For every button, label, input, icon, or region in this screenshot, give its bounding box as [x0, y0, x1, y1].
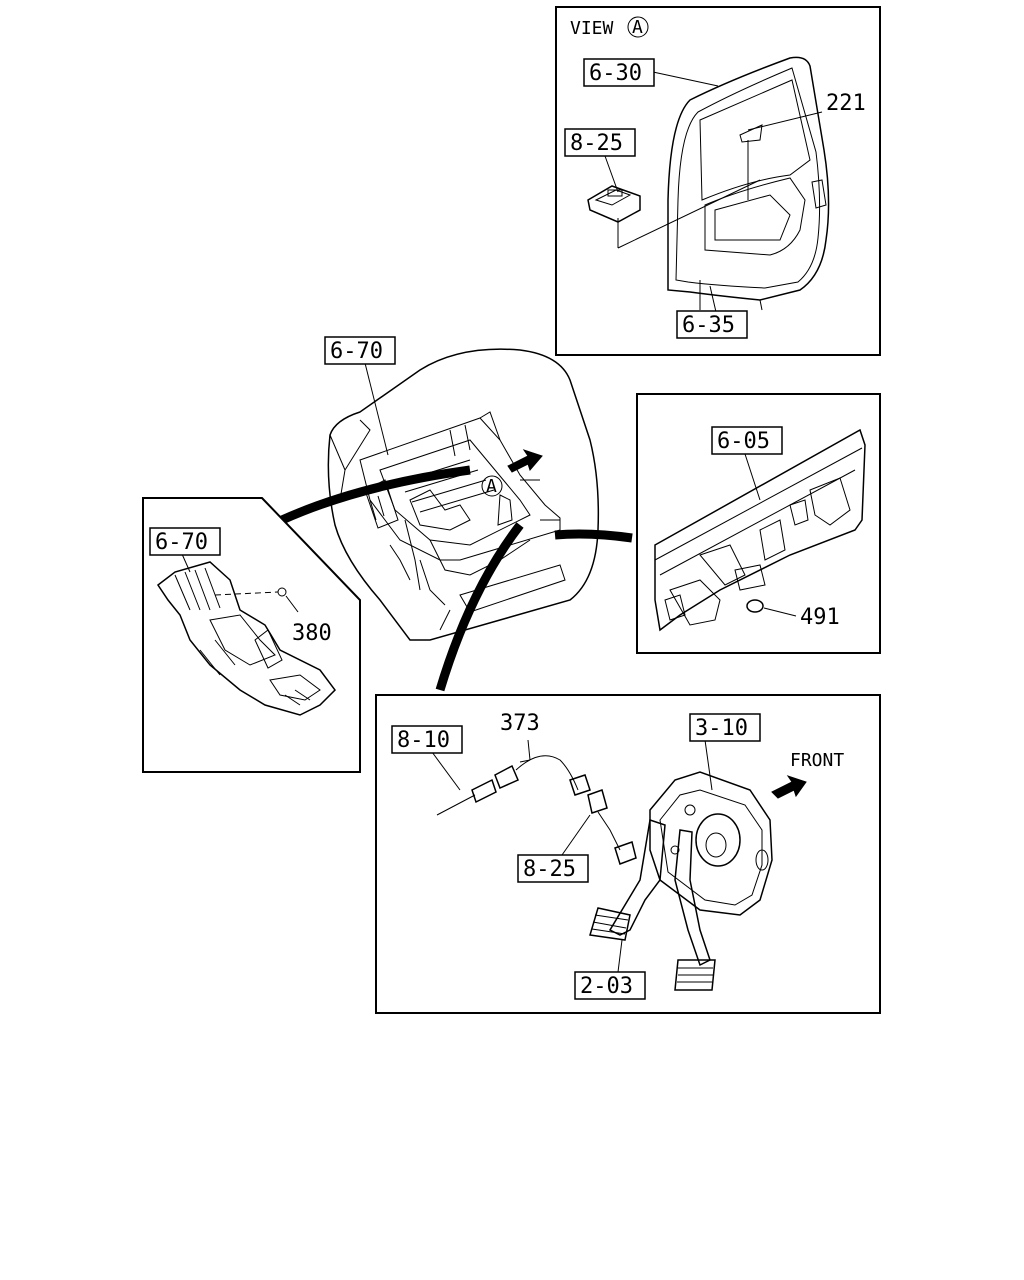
callout-6-70-main: 6-70	[330, 339, 383, 364]
callout-2-03: 2-03	[580, 974, 633, 999]
callout-6-05: 6-05	[717, 429, 770, 454]
callout-380: 380	[292, 621, 332, 646]
callout-8-25-pedal-box	[517, 854, 589, 883]
callout-6-70-floor: 6-70	[155, 530, 208, 555]
callout-6-05-box	[711, 426, 783, 455]
callout-491: 491	[800, 605, 840, 630]
callout-6-35: 6-35	[682, 313, 735, 338]
callout-6-70-floor-box	[149, 527, 221, 556]
callout-6-35-box	[676, 310, 748, 339]
view-a-panel: VIEW A 6-30 8-25 221 6-35	[555, 6, 881, 356]
cab-outline	[667, 56, 830, 301]
callout-2-03-box	[574, 971, 646, 1000]
view-title: VIEW	[570, 18, 614, 39]
callout-8-10: 8-10	[397, 728, 450, 753]
callout-8-10-box	[391, 725, 463, 754]
callout-3-10-box	[689, 713, 761, 742]
pedal-panel: FRONT 8-10 373 3-10 8-25 2-03	[375, 694, 881, 1014]
callout-3-10: 3-10	[695, 716, 748, 741]
callout-6-30-box	[583, 58, 655, 87]
floor-panel: 6-70 380	[142, 497, 361, 773]
front-arrow-icon	[771, 775, 807, 799]
callout-221: 221	[826, 91, 866, 116]
direction-arrow-icon	[507, 449, 543, 473]
switch-part	[587, 185, 641, 223]
main-cab-drawing: A 6-70	[280, 336, 633, 692]
callout-6-30: 6-30	[589, 61, 642, 86]
callout-6-70-main-box	[324, 336, 396, 365]
view-circle-label: A	[632, 17, 643, 38]
callout-8-25: 8-25	[570, 131, 623, 156]
callout-373: 373	[500, 711, 540, 736]
dash-panel: 6-05 491	[636, 393, 881, 654]
callout-8-25-pedal: 8-25	[523, 857, 576, 882]
callout-8-25-box	[564, 128, 636, 157]
cab-circle-label: A	[486, 476, 497, 497]
front-label: FRONT	[790, 750, 844, 771]
